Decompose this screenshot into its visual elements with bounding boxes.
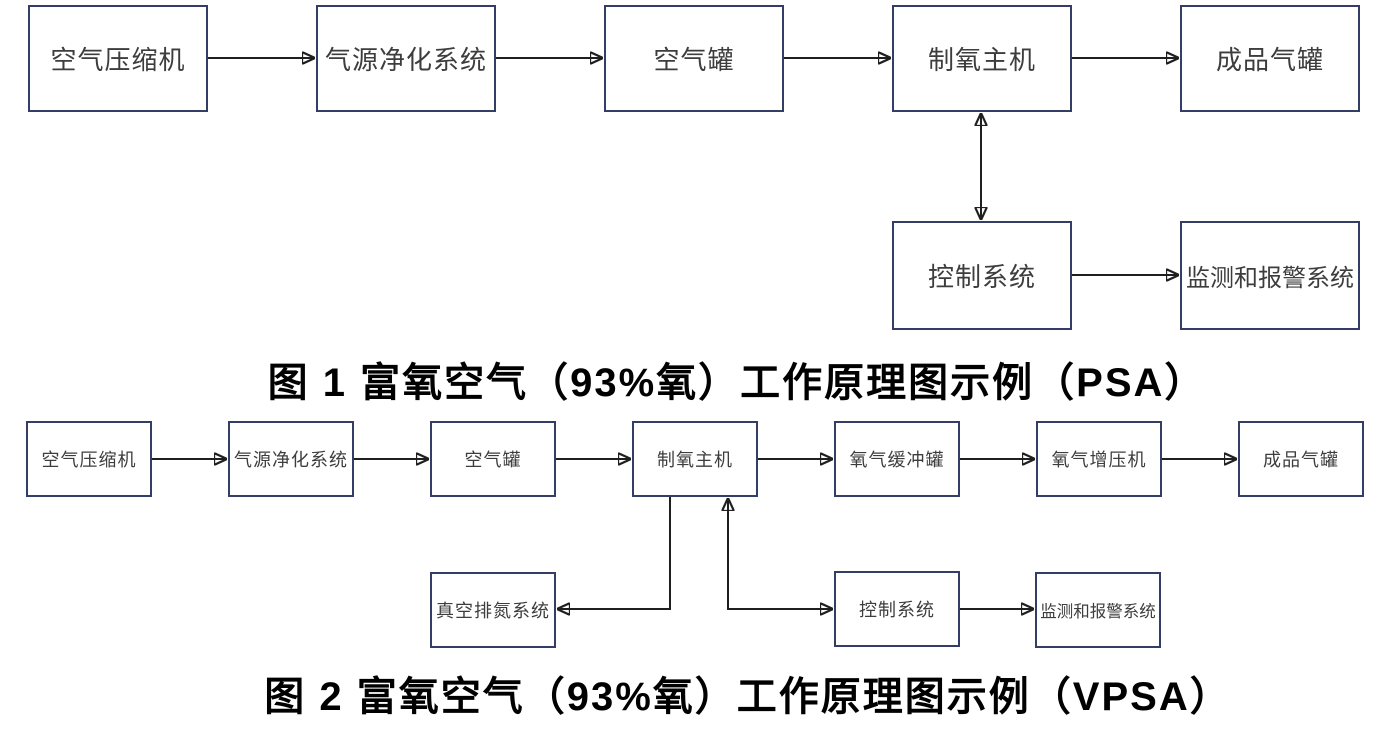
fig2-node-control-system: 控制系统 (834, 571, 960, 647)
node-label: 监测和报警系统 (1040, 602, 1156, 621)
node-label: 氧气增压机 (1051, 450, 1147, 470)
fig2-node-vacuum-nitrogen-system: 真空排氮系统 (430, 572, 556, 648)
node-label: 空气罐 (653, 46, 735, 75)
fig1-node-control-system: 控制系统 (892, 221, 1072, 330)
fig2-node-air-compressor: 空气压缩机 (26, 421, 152, 497)
node-label: 成品气罐 (1215, 46, 1324, 75)
fig2-node-product-tank: 成品气罐 (1238, 421, 1364, 497)
fig2-arrow-generator-control-bidirectional (728, 499, 832, 609)
node-label: 制氧主机 (927, 46, 1036, 75)
fig1-node-purification-system: 气源净化系统 (316, 5, 496, 112)
fig2-node-oxygen-generator: 制氧主机 (632, 421, 758, 497)
node-label: 监测和报警系统 (1186, 266, 1354, 292)
fig2-node-oxygen-buffer-tank: 氧气缓冲罐 (834, 421, 960, 497)
node-label: 氧气缓冲罐 (849, 450, 945, 470)
node-label: 空气罐 (464, 450, 522, 470)
node-label: 真空排氮系统 (436, 601, 550, 621)
fig2-arrow-generator-to-vacuum (558, 497, 671, 609)
node-label: 气源净化系统 (324, 46, 487, 75)
fig1-node-air-tank: 空气罐 (604, 5, 784, 112)
fig2-caption: 图 2 富氧空气（93%氧）工作原理图示例（VPSA） (264, 675, 1232, 719)
fig1-caption: 图 1 富氧空气（93%氧）工作原理图示例（PSA） (267, 361, 1207, 405)
fig1-node-air-compressor: 空气压缩机 (28, 5, 208, 112)
fig2-node-purification-system: 气源净化系统 (228, 421, 354, 497)
node-label: 制氧主机 (657, 450, 733, 470)
node-label: 空气压缩机 (50, 46, 186, 75)
node-label: 控制系统 (927, 263, 1036, 292)
node-label: 成品气罐 (1263, 450, 1339, 470)
fig2-node-monitor-alarm-system: 监测和报警系统 (1035, 572, 1161, 648)
fig1-node-product-tank: 成品气罐 (1180, 5, 1360, 112)
node-label: 控制系统 (859, 600, 935, 620)
fig1-node-oxygen-generator: 制氧主机 (892, 5, 1072, 112)
node-label: 空气压缩机 (41, 450, 137, 470)
node-label: 气源净化系统 (234, 450, 348, 470)
fig2-node-oxygen-booster: 氧气增压机 (1036, 421, 1162, 497)
fig1-node-monitor-alarm-system: 监测和报警系统 (1180, 221, 1360, 330)
fig2-node-air-tank: 空气罐 (430, 421, 556, 497)
